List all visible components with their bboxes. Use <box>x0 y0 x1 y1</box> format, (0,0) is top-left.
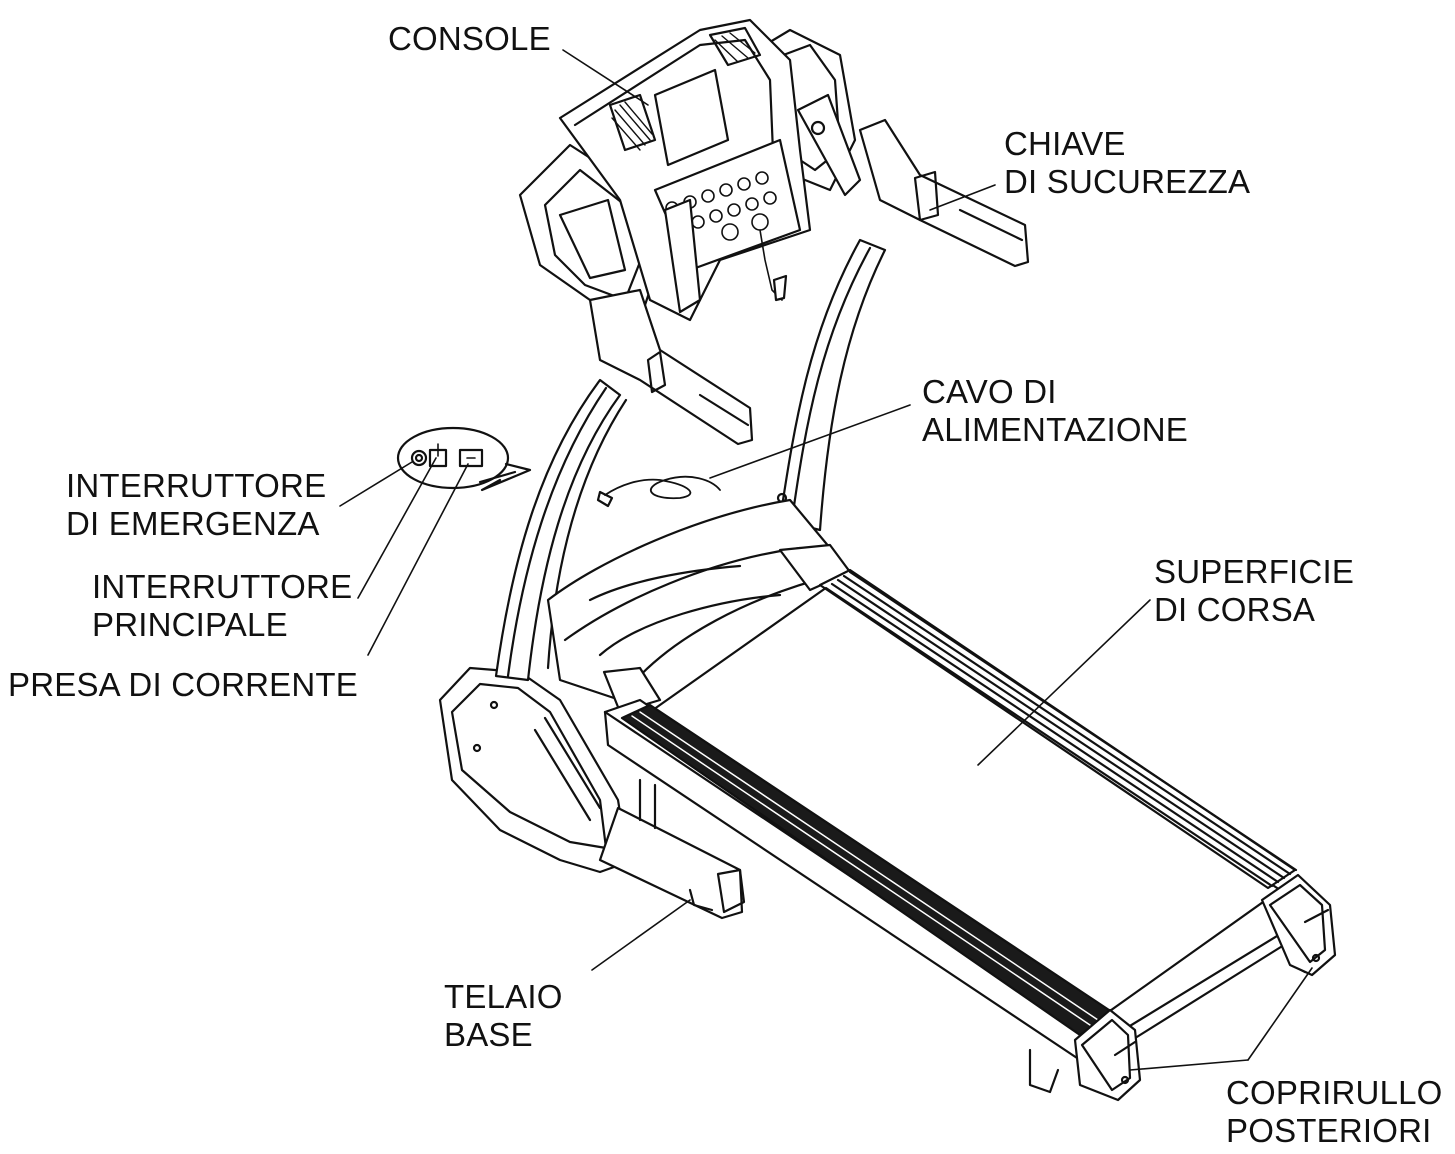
label-base-frame-line2: BASE <box>444 1016 533 1053</box>
label-safety-key-line2: DI SUCUREZZA <box>1004 163 1251 200</box>
handlebar-left <box>588 288 754 446</box>
label-power-cable-line1: CAVO DI <box>922 373 1057 410</box>
label-base-frame: TELAIO BASE <box>444 978 563 1054</box>
label-running-surface-line2: DI CORSA <box>1154 591 1316 628</box>
console-screen <box>653 68 730 167</box>
label-power-cable-line2: ALIMENTAZIONE <box>922 411 1189 448</box>
switch-panel-callout <box>396 426 532 492</box>
label-rear-roller-covers-line1: COPRIRULLO <box>1226 1074 1443 1111</box>
label-safety-key: CHIAVE DI SUCUREZZA <box>1004 125 1250 201</box>
label-rear-roller-covers: COPRIRULLO POSTERIORI <box>1226 1074 1443 1150</box>
base-frame <box>438 666 746 920</box>
leader-lines <box>339 49 1313 1071</box>
label-emergency-switch: INTERRUTTORE DI EMERGENZA <box>66 467 326 543</box>
label-main-switch-line1: INTERRUTTORE <box>92 568 353 605</box>
deck <box>603 568 1307 1094</box>
label-rear-roller-covers-line2: POSTERIORI <box>1226 1112 1432 1149</box>
power-cord <box>596 475 721 508</box>
label-console: CONSOLE <box>388 20 551 58</box>
power-socket-icon <box>458 448 484 468</box>
label-power-cable: CAVO DI ALIMENTAZIONE <box>922 373 1188 449</box>
label-power-socket: PRESA DI CORRENTE <box>8 666 358 704</box>
label-main-switch: INTERRUTTORE PRINCIPALE <box>92 568 352 644</box>
label-main-switch-line2: PRINCIPALE <box>92 606 288 643</box>
label-safety-key-line1: CHIAVE <box>1004 125 1126 162</box>
upright-right <box>776 238 887 532</box>
label-console-line1: CONSOLE <box>388 20 551 57</box>
emergency-switch-icon <box>410 449 428 467</box>
label-emergency-switch-line2: DI EMERGENZA <box>66 505 320 542</box>
label-power-socket-line1: PRESA DI CORRENTE <box>8 666 358 703</box>
label-emergency-switch-line1: INTERRUTTORE <box>66 467 327 504</box>
label-base-frame-line1: TELAIO <box>444 978 563 1015</box>
label-running-surface-line1: SUPERFICIE <box>1154 553 1355 590</box>
handlebar-right <box>858 118 1030 268</box>
console <box>518 18 862 322</box>
label-running-surface: SUPERFICIE DI CORSA <box>1154 553 1354 629</box>
rear-roller-covers <box>1073 873 1337 1102</box>
